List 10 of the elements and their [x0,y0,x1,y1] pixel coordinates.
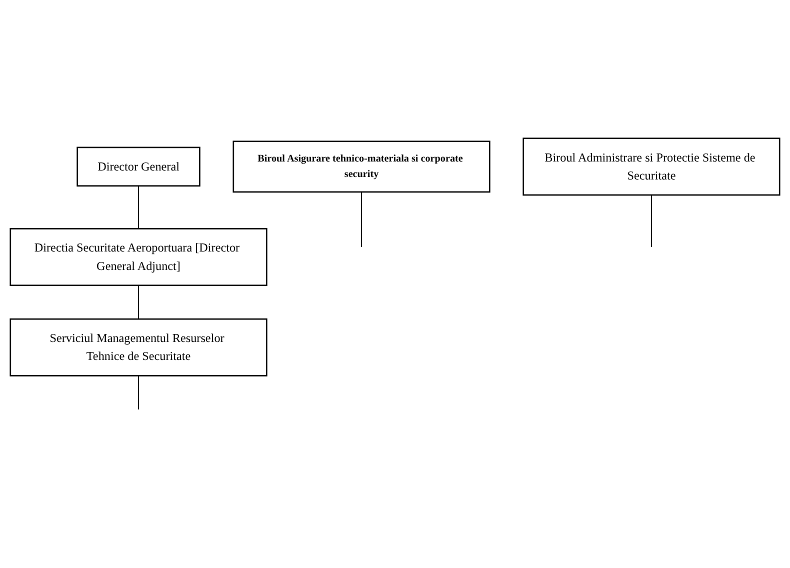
connector [650,194,652,247]
node-box: Biroul Administrare si Protectie Sisteme de Securitate [522,138,780,196]
node-box: Director General [76,146,200,187]
connector [138,375,140,410]
connector [361,191,362,247]
connector [138,284,140,320]
node-box: Biroul Asigurare tehnico-materiala si corporate security [232,140,490,193]
connector [138,185,140,229]
node-box: Serviciul Managementul Resurselor Tehnice de Securitate [10,318,268,376]
node-box: Directia Securitate Aeroportuara [Director General Adjunct] [10,228,268,286]
